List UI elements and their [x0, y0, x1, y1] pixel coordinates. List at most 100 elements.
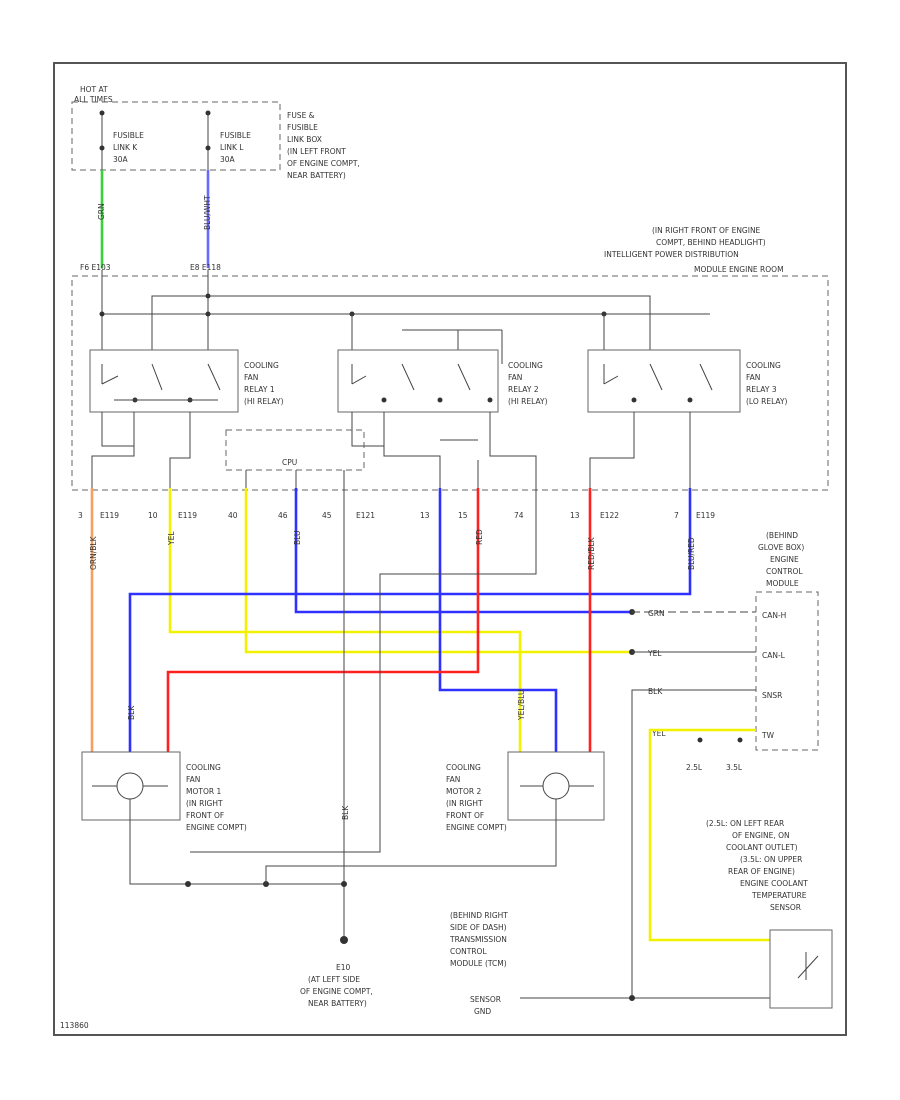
- relay-2-label: COOLING FAN RELAY 2 (HI RELAY): [508, 361, 548, 406]
- cooling-fan-relay-2: [337, 349, 499, 413]
- svg-text:GND: GND: [474, 1007, 491, 1016]
- svg-text:CAN-L: CAN-L: [762, 651, 786, 660]
- svg-text:FUSIBLE: FUSIBLE: [113, 131, 144, 140]
- svg-text:(3.5L: ON UPPER: (3.5L: ON UPPER: [740, 855, 802, 864]
- svg-text:MODULE ENGINE ROOM: MODULE ENGINE ROOM: [694, 265, 784, 274]
- svg-text:CAN-H: CAN-H: [762, 611, 786, 620]
- svg-text:FAN: FAN: [746, 373, 760, 382]
- ipdm-label: (IN RIGHT FRONT OF ENGINE COMPT, BEHIND …: [604, 226, 784, 274]
- svg-text:(IN RIGHT: (IN RIGHT: [186, 799, 223, 808]
- svg-text:RED/BLK: RED/BLK: [587, 536, 596, 570]
- ecm-box: [755, 591, 819, 751]
- svg-text:(IN RIGHT FRONT OF ENGINE: (IN RIGHT FRONT OF ENGINE: [652, 226, 761, 235]
- svg-text:(HI RELAY): (HI RELAY): [508, 397, 548, 406]
- svg-text:COOLING: COOLING: [186, 763, 221, 772]
- coolant-temp-sensor-label: (2.5L: ON LEFT REAR OF ENGINE, ON COOLAN…: [706, 819, 808, 912]
- svg-text:ENGINE COMPT): ENGINE COMPT): [186, 823, 247, 832]
- svg-text:7: 7: [674, 511, 679, 520]
- relay-3-label: COOLING FAN RELAY 3 (LO RELAY): [746, 361, 788, 406]
- svg-text:YEL/BLU: YEL/BLU: [517, 690, 526, 721]
- svg-text:INTELLIGENT POWER DISTRIBUTION: INTELLIGENT POWER DISTRIBUTION: [604, 250, 739, 259]
- motor-2-label: COOLING FAN MOTOR 2 (IN RIGHT FRONT OF E…: [446, 763, 507, 832]
- ecm-label: (BEHIND GLOVE BOX) ENGINE CONTROL MODULE: [758, 531, 804, 588]
- motor-1-label: COOLING FAN MOTOR 1 (IN RIGHT FRONT OF E…: [186, 763, 247, 832]
- engine-variants: 2.5L 3.5L: [686, 763, 743, 772]
- svg-text:MODULE: MODULE: [766, 579, 799, 588]
- svg-text:YEL: YEL: [651, 729, 666, 738]
- svg-text:3.5L: 3.5L: [726, 763, 743, 772]
- svg-text:SENSOR: SENSOR: [470, 995, 501, 1004]
- svg-text:30A: 30A: [113, 155, 129, 164]
- svg-text:40: 40: [228, 511, 238, 520]
- svg-text:(AT LEFT SIDE: (AT LEFT SIDE: [308, 975, 360, 984]
- fusible-link-l: FUSIBLE LINK L 30A: [205, 110, 251, 170]
- svg-text:ENGINE: ENGINE: [770, 555, 799, 564]
- svg-text:10: 10: [148, 511, 158, 520]
- svg-text:LINK K: LINK K: [113, 143, 138, 152]
- svg-text:FUSIBLE: FUSIBLE: [287, 123, 318, 132]
- svg-text:13: 13: [420, 511, 430, 520]
- svg-text:LINK BOX: LINK BOX: [287, 135, 322, 144]
- svg-text:FRONT OF: FRONT OF: [446, 811, 484, 820]
- svg-text:BLU/RED: BLU/RED: [687, 537, 696, 570]
- wire-blu-can-h: [294, 488, 632, 614]
- svg-text:E121: E121: [356, 511, 375, 520]
- diagram-frame: [53, 62, 847, 1036]
- svg-text:BLK: BLK: [648, 687, 663, 696]
- svg-text:COOLING: COOLING: [746, 361, 781, 370]
- svg-text:13: 13: [570, 511, 580, 520]
- svg-text:OF ENGINE COMPT,: OF ENGINE COMPT,: [287, 159, 360, 168]
- fuse-link-box: [71, 101, 281, 171]
- svg-text:E122: E122: [600, 511, 619, 520]
- svg-text:BLK: BLK: [127, 705, 136, 720]
- svg-text:MODULE (TCM): MODULE (TCM): [450, 959, 507, 968]
- svg-text:COOLING: COOLING: [244, 361, 279, 370]
- hot-at-label: HOT AT: [80, 85, 108, 94]
- cooling-fan-relay-1: [89, 349, 239, 413]
- svg-text:BLU: BLU: [293, 531, 302, 545]
- wire-code-labels: GRN BLU/WHT ORN/BLK YEL BLU RED RED/BLK …: [89, 195, 696, 820]
- ipdm-box: [71, 275, 829, 491]
- svg-text:RELAY 3: RELAY 3: [746, 385, 777, 394]
- svg-text:COOLANT OUTLET): COOLANT OUTLET): [726, 843, 798, 852]
- svg-text:GLOVE BOX): GLOVE BOX): [758, 543, 804, 552]
- svg-text:FUSIBLE: FUSIBLE: [220, 131, 251, 140]
- svg-text:MOTOR 1: MOTOR 1: [186, 787, 221, 796]
- svg-text:(BEHIND: (BEHIND: [766, 531, 798, 540]
- svg-text:CONTROL: CONTROL: [766, 567, 803, 576]
- cooling-fan-motor-1: [81, 751, 181, 821]
- cpu-box: [225, 429, 365, 471]
- svg-text:E119: E119: [100, 511, 119, 520]
- fuse-link-box-label: FUSE & FUSIBLE LINK BOX (IN LEFT FRONT O…: [287, 111, 360, 180]
- svg-text:(IN RIGHT: (IN RIGHT: [446, 799, 483, 808]
- coolant-temp-sensor: [769, 929, 833, 1009]
- ground-e10-label: E10 (AT LEFT SIDE OF ENGINE COMPT, NEAR …: [300, 963, 373, 1008]
- svg-text:E119: E119: [178, 511, 197, 520]
- cooling-fan-motor-2: [507, 751, 605, 821]
- svg-text:TW: TW: [761, 731, 775, 740]
- svg-text:GRN: GRN: [97, 203, 106, 220]
- svg-text:ENGINE COMPT): ENGINE COMPT): [446, 823, 507, 832]
- svg-text:REAR OF ENGINE): REAR OF ENGINE): [728, 867, 795, 876]
- ecm-pins: CAN-H CAN-L SNSR TW: [761, 611, 786, 740]
- svg-text:RELAY 2: RELAY 2: [508, 385, 539, 394]
- svg-text:YEL: YEL: [167, 531, 176, 546]
- pin-row: 3 E119 10 E119 40 46 45 E121 13 15 74 13…: [78, 511, 715, 520]
- svg-text:(BEHIND RIGHT: (BEHIND RIGHT: [450, 911, 508, 920]
- svg-text:FAN: FAN: [186, 775, 200, 784]
- svg-text:OF ENGINE, ON: OF ENGINE, ON: [732, 831, 790, 840]
- svg-text:45: 45: [322, 511, 332, 520]
- svg-text:3: 3: [78, 511, 83, 520]
- svg-text:(2.5L: ON LEFT REAR: (2.5L: ON LEFT REAR: [706, 819, 784, 828]
- svg-text:ORN/BLK: ORN/BLK: [89, 535, 98, 570]
- wire-yel-can-l: [168, 488, 522, 752]
- svg-text:2.5L: 2.5L: [686, 763, 703, 772]
- sensor-gnd-label: SENSOR GND: [470, 995, 501, 1016]
- svg-text:BLU/WHT: BLU/WHT: [203, 195, 212, 230]
- diagram-id: 113860: [60, 1021, 89, 1030]
- svg-text:E10: E10: [336, 963, 351, 972]
- svg-text:15: 15: [458, 511, 468, 520]
- svg-text:FUSE &: FUSE &: [287, 111, 315, 120]
- svg-text:RED: RED: [475, 529, 484, 545]
